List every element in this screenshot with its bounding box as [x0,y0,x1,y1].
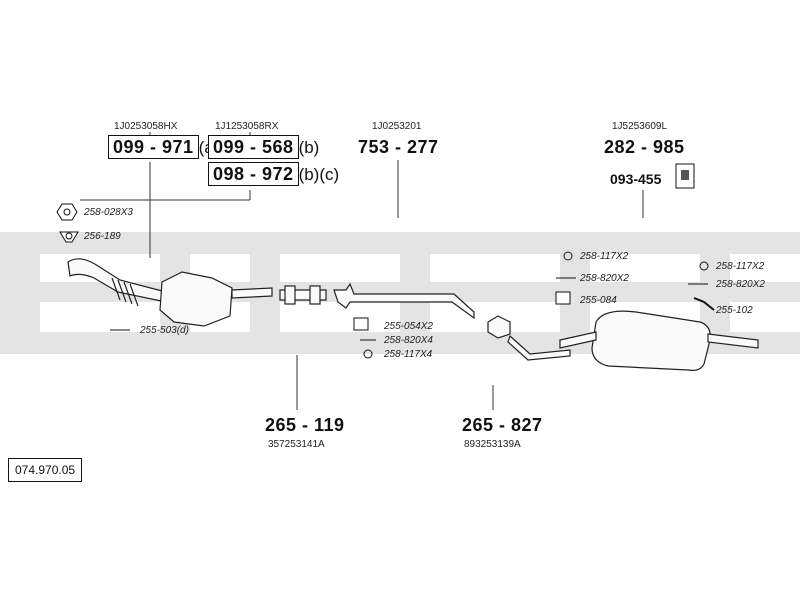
hanger-icon [693,297,715,311]
part-code: 098 - 972 [208,162,299,186]
ring-icon [363,349,373,359]
oem-number: 893253139A [464,439,521,450]
accessory-code[interactable]: 255-054X2 [384,321,433,332]
gasket-icon [59,231,79,243]
accessory-code[interactable]: 258-117X2 [716,261,765,272]
part-098-972[interactable]: 098 - 972(b)(c) [208,162,340,186]
diagram-number: 074.970.05 [8,458,83,482]
front-pipe [67,258,167,303]
rear-silencer [591,310,711,371]
clamp-icon [555,291,571,305]
part-265-827[interactable]: 265 - 827 [462,415,543,435]
silencer-inlet [559,331,597,349]
part-suffix: (b)(c) [298,165,340,184]
sleeve-left [284,285,296,305]
oem-number: 1J0253201 [372,121,422,132]
ring-icon [563,251,573,261]
accessory-code[interactable]: 255-102 [716,305,753,316]
centre-pipe-753-277 [333,282,475,320]
accessory-code[interactable]: 258-820X2 [716,279,765,290]
oem-number: 1J1253058RX [215,121,279,132]
accessory-code[interactable]: 258-117X2 [580,251,629,262]
oem-number: 1J0253058HX [114,121,178,132]
accessory-code[interactable]: 258-028X3 [84,207,133,218]
part-753-277[interactable]: 753 - 277 [358,137,439,157]
flex-section [111,277,139,307]
oem-number: 357253141A [268,439,325,450]
accessory-code[interactable]: 256-189 [84,231,121,242]
accessory-code[interactable]: 258-820X2 [580,273,629,284]
sleeve-right [309,285,321,305]
part-099-568[interactable]: 099 - 568(b) [208,135,320,159]
part-code: 099 - 568 [208,135,299,159]
accessory-code[interactable]: 258-117X4 [384,349,433,360]
catalytic-converter [159,271,233,327]
ring-icon [699,261,709,271]
connector-tail [507,334,571,361]
tail-pipe [707,333,759,349]
clamp-icon [353,317,369,331]
part-099-971[interactable]: 099 - 971(a) [108,135,219,159]
part-265-119[interactable]: 265 - 119 [265,415,345,435]
part-code: 099 - 971 [108,135,199,159]
oem-number: 1J5253609L [612,121,668,132]
accessory-code[interactable]: 255-503(d) [140,325,189,336]
connector-pipe-265-827 [487,315,511,339]
accessory-code[interactable]: 255-084 [580,295,617,306]
part-093-455[interactable]: 093-455 [610,171,662,187]
bracket-icon [675,163,695,189]
part-suffix: (b) [298,138,320,157]
nut-icon [56,203,78,221]
accessory-code[interactable]: 258-820X4 [384,335,433,346]
cat-outlet-pipe [231,287,273,299]
part-282-985[interactable]: 282 - 985 [604,137,685,157]
